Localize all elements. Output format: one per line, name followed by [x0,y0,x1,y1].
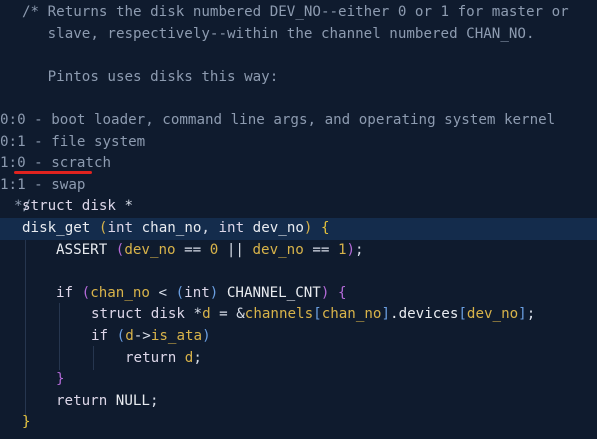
code-line: return d; [125,349,202,366]
identifier: d [202,306,211,323]
type-name: disk [81,198,116,215]
keyword: if [56,284,74,301]
comment-text: 1:1 - swap [0,176,86,193]
comment-text: slave, respectively--within the channel … [22,25,535,42]
paren: ) [303,220,313,236]
identifier: chan_no [321,306,382,323]
number: 1 [337,241,347,258]
comment-text: Pintos uses disks this way: [22,68,279,85]
identifier: dev_no [466,306,519,323]
brace: { [321,220,330,236]
code-line: return NULL; [56,392,159,409]
comment-text: 1:0 - scratch [0,155,112,172]
code-line: if (chan_no < (int) CHANNEL_CNT) { [56,284,347,301]
comment-text: */ [14,198,32,215]
code-line: 0:1 - file system [0,110,597,150]
identifier: channels [244,306,314,323]
code-line: ASSERT (dev_no == 0 || dev_no == 1); [56,241,364,258]
code-line: /* Returns the disk numbered DEV_NO--eit… [0,2,597,24]
constant: NULL [115,392,150,409]
macro-name: ASSERT [56,241,108,258]
identifier: dev_no [252,241,304,258]
member: .devices [390,306,459,323]
member: is_ata [150,328,203,344]
code-line: Pintos uses disks this way: [0,67,597,89]
keyword: int [218,220,245,236]
brace: { [337,284,347,301]
pointer-star: * [124,198,134,215]
number: 0 [209,241,219,258]
brace: } [56,371,65,388]
keyword: struct [91,306,143,323]
identifier: d [125,328,134,344]
identifier: dev_no [124,241,176,258]
paren: ( [98,220,108,236]
param-name: chan_no [141,220,202,236]
code-line: if (d->is_ata) [91,328,211,344]
indent-guide [93,346,94,370]
keyword: if [91,328,109,344]
indent-guide [25,238,26,428]
type-name: disk [150,306,185,323]
keyword: return [125,349,177,366]
code-line: 0:0 - boot loader, command line args, an… [0,88,597,128]
identifier: d [184,349,194,366]
brace: } [22,414,31,431]
active-code-line[interactable]: disk_get (int chan_no, int dev_no) { [0,218,597,240]
function-name: disk_get [22,220,91,236]
comment-text: 0:1 - file system [0,133,146,150]
code-line: } [0,412,597,434]
comment-text: /* Returns the disk numbered DEV_NO--eit… [22,4,569,20]
keyword: struct [22,198,74,215]
param-name: dev_no [252,220,304,236]
constant: CHANNEL_CNT [226,284,321,301]
code-line: slave, respectively--within the channel … [0,24,597,46]
code-line: } [0,369,597,391]
keyword: int [107,220,134,236]
comment-text: 0:0 - boot loader, command line args, an… [0,111,556,128]
identifier: chan_no [90,284,150,301]
code-line: 1:1 - swap [0,153,597,193]
code-line: 1:0 - scratch [0,132,597,171]
keyword: return [56,392,108,409]
keyword: int [184,284,210,301]
red-underline-annotation [14,171,92,174]
code-line: struct disk * [0,196,597,218]
indent-guide [59,303,60,370]
code-line: struct disk *d = &channels[chan_no].devi… [91,306,536,323]
code-line: */ [0,175,597,214]
